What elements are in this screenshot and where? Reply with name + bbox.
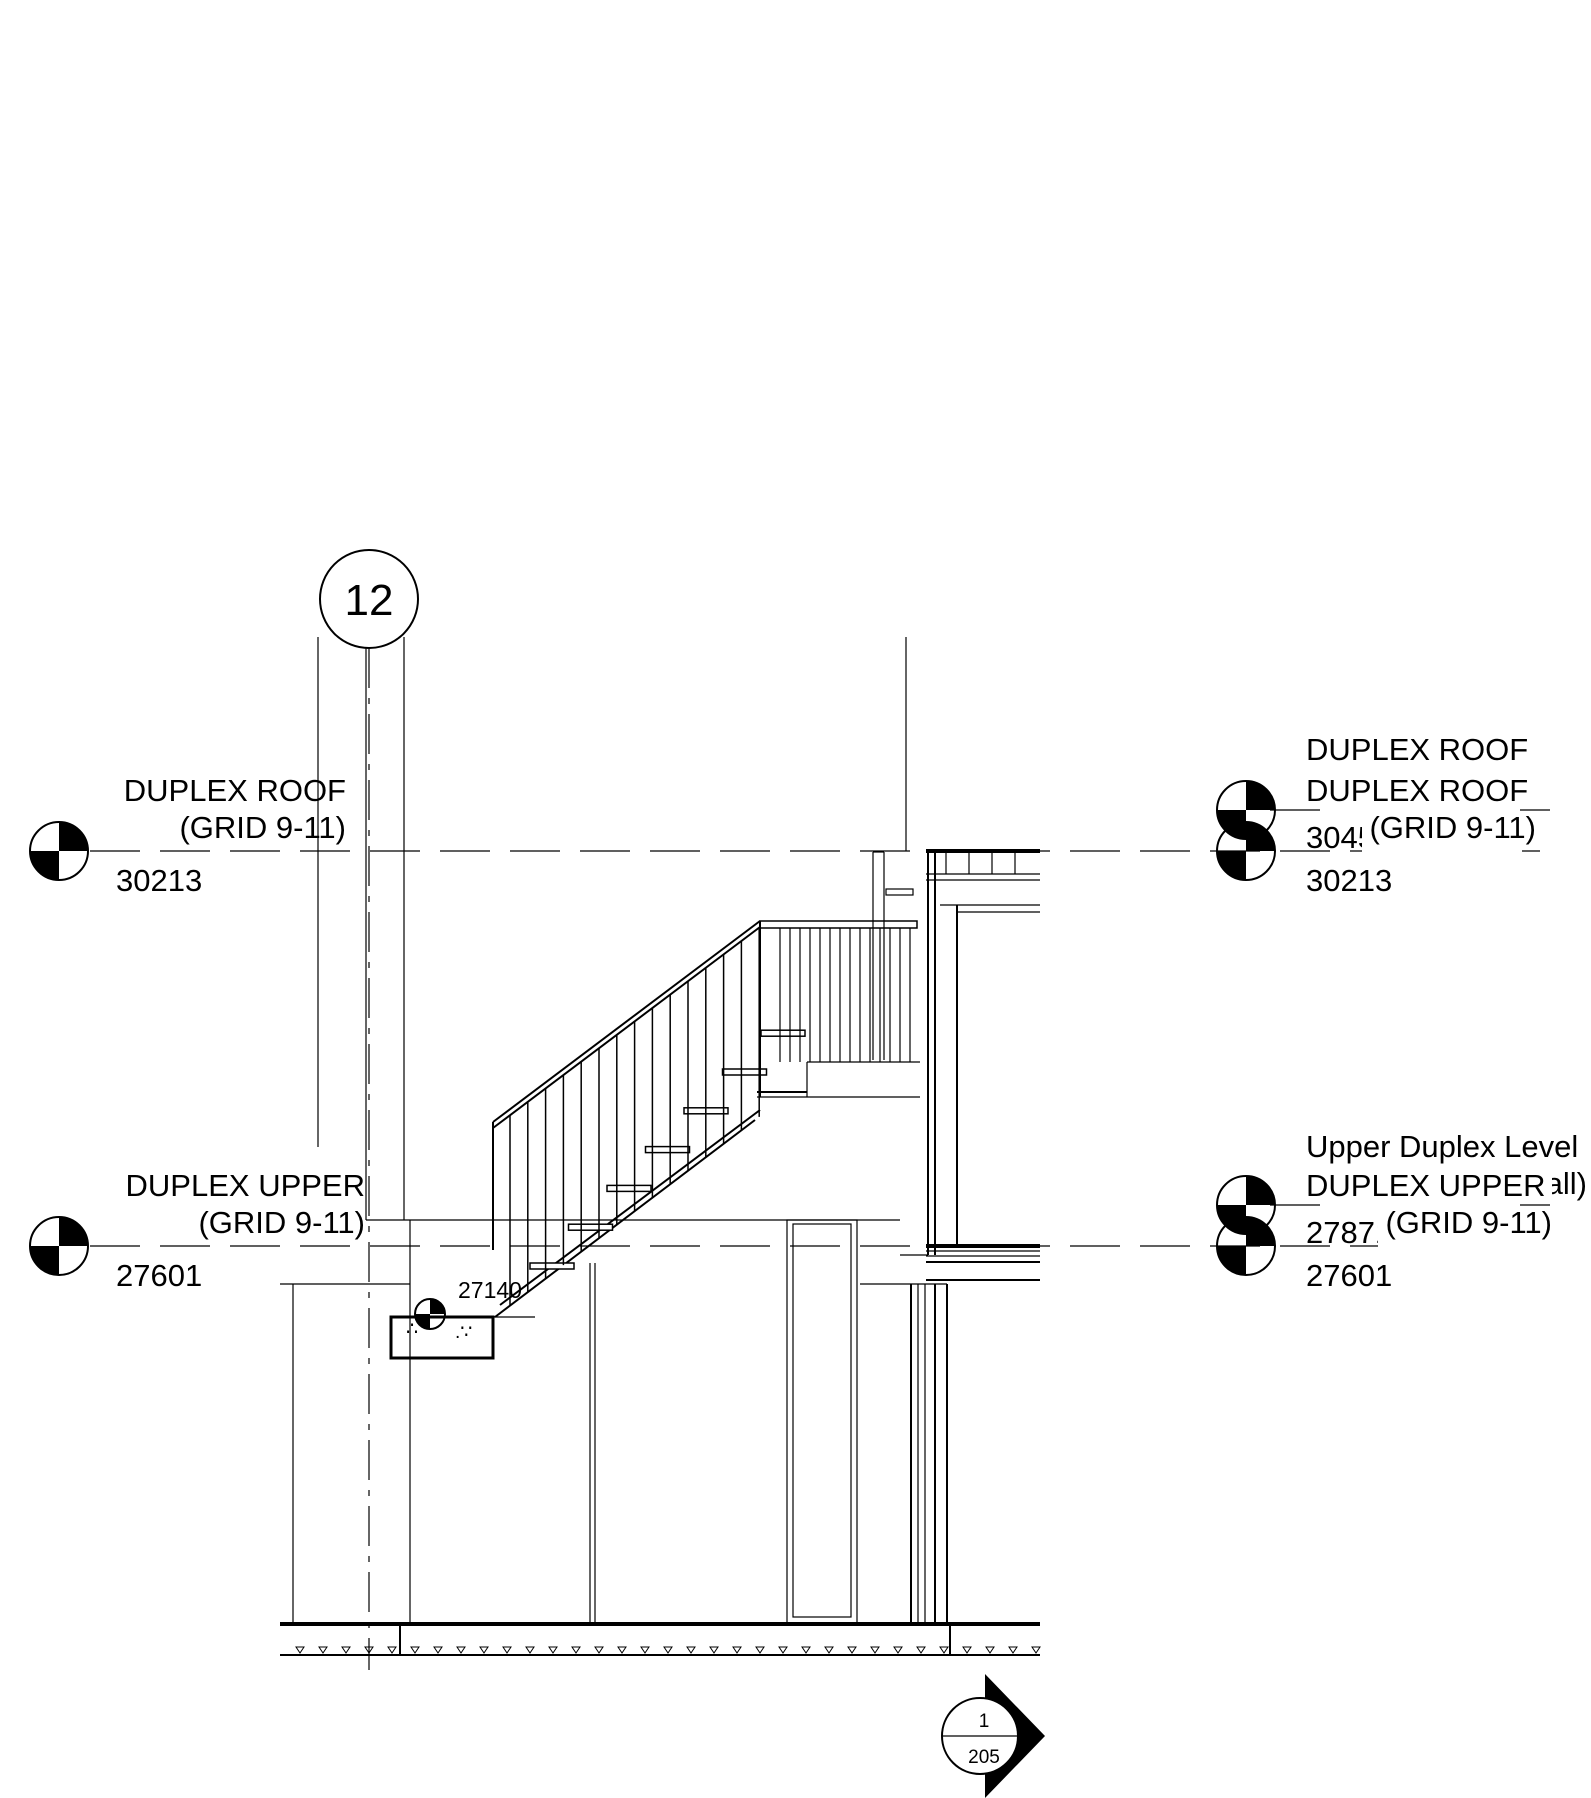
level-symbol-roof-left	[29, 821, 89, 881]
level-grid-upper-left: (GRID 9-11)	[198, 1205, 365, 1240]
upper-floor-slab	[926, 1244, 1040, 1281]
level-elevation-upper-left: 27601	[116, 1258, 202, 1293]
section-number: 1	[979, 1711, 990, 1732]
stair-landing	[757, 1061, 920, 1098]
level-name-roof-left: DUPLEX ROOF	[124, 773, 346, 808]
slab-reinforcing-ticks	[295, 1646, 1041, 1654]
svg-text:.∵: .∵	[455, 1322, 472, 1343]
stair-treads	[529, 1029, 806, 1270]
ground-slab	[280, 1622, 1040, 1656]
level-symbol-upper-left	[29, 1216, 89, 1276]
section-sheet: 205	[968, 1747, 1000, 1768]
level-grid-roof-left: (GRID 9-11)	[179, 810, 346, 845]
grid-bubble-label: 12	[345, 576, 394, 625]
level-symbol-roof-right	[1216, 780, 1550, 881]
stair-guardrail	[492, 920, 918, 1306]
svg-text:∴: ∴	[406, 1319, 418, 1340]
door-frame	[589, 1219, 858, 1626]
stair-footing: ∴ .∵	[389, 1315, 495, 1360]
grid-line-12: 12	[319, 549, 419, 1670]
stair-stringer	[493, 1109, 761, 1318]
section-marker[interactable]: 1 205	[941, 1674, 1045, 1798]
spot-elevation-value: 27140	[458, 1277, 522, 1303]
level-elevation-roof-right-b: 30213	[1306, 863, 1392, 898]
level-name-roof-right-b: DUPLEX ROOF	[1306, 773, 1528, 808]
level-grid-roof-right: (GRID 9-11)	[1369, 810, 1536, 845]
level-name-upper-left: DUPLEX UPPER	[126, 1168, 365, 1203]
level-name-upper-right-b: DUPLEX UPPER	[1306, 1168, 1545, 1203]
roof-slab	[926, 849, 1040, 881]
wall-assembly-right	[860, 851, 1040, 1625]
level-elevation-upper-right-a: 27871	[1306, 1215, 1392, 1250]
level-elevation-upper-right-b: 27601	[1306, 1258, 1392, 1293]
level-symbol-upper-right	[1216, 1175, 1550, 1276]
spot-elevation-marker	[414, 1298, 446, 1330]
level-elevation-roof-left: 30213	[116, 863, 202, 898]
level-grid-upper-right: (GRID 9-11)	[1385, 1205, 1552, 1240]
level-name-upper-right-a-suffix: all)	[1546, 1166, 1587, 1201]
level-name-upper-right-a: Upper Duplex Level	[1306, 1129, 1578, 1164]
level-name-roof-right-a: DUPLEX ROOF	[1306, 732, 1528, 767]
